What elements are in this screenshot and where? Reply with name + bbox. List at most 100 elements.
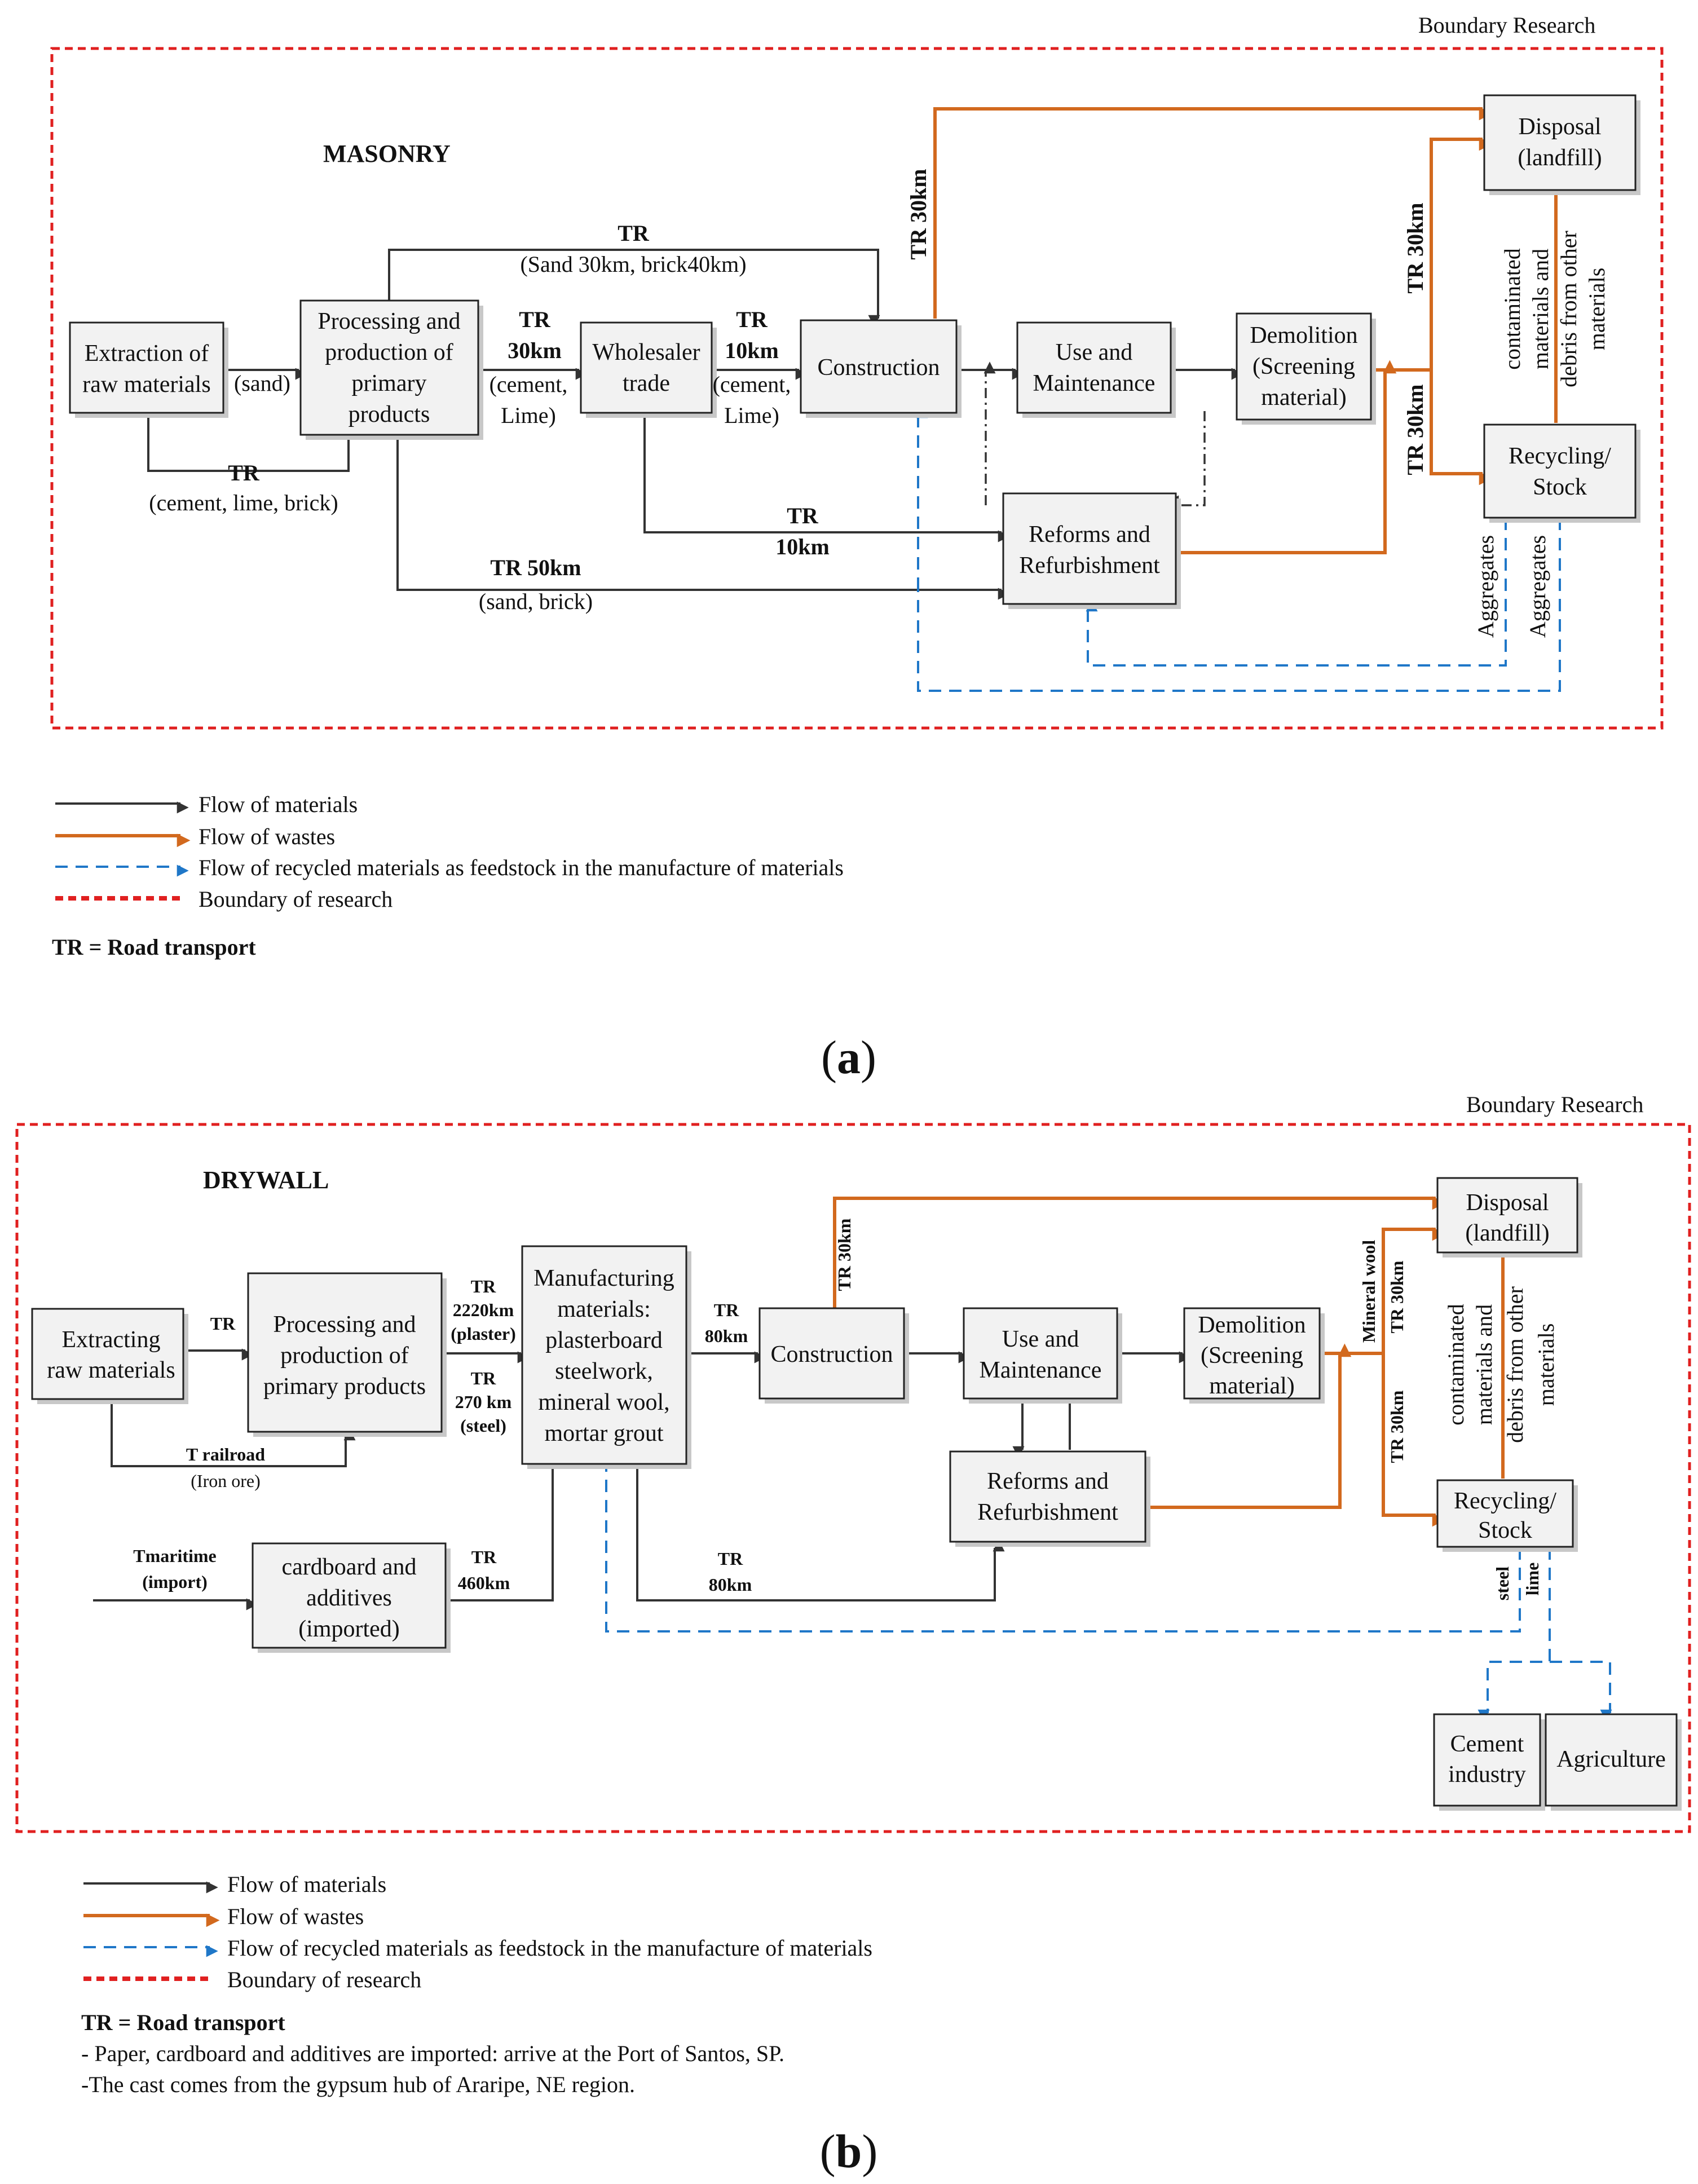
label-b-tr80b-2: 80km — [709, 1574, 752, 1595]
legend-b: Flow of materials Flow of wastes Flow of… — [81, 1872, 872, 2097]
box-disposal-a-line1: Disposal — [1519, 114, 1602, 140]
box-agriculture — [1545, 1713, 1678, 1807]
box-extracting — [31, 1308, 184, 1400]
box-cement-industry — [1433, 1713, 1541, 1807]
title-drywall: DRYWALL — [203, 1166, 329, 1194]
label-b-lime: lime — [1522, 1563, 1542, 1596]
label-b-tr80b-1: TR — [718, 1548, 743, 1569]
labels-b: TR TR 2220km (plaster) TR 270 km (steel)… — [133, 1218, 1559, 1600]
legend-a: Flow of materials Flow of wastes Flow of… — [52, 792, 844, 960]
label-b-steel: steel — [1492, 1567, 1512, 1601]
label-contaminated-1: contaminated — [1499, 248, 1525, 369]
box-demolition-b-line3: material) — [1209, 1373, 1295, 1399]
box-processing-b — [247, 1272, 443, 1433]
label-b-tr460-2: 460km — [458, 1573, 510, 1593]
box-processing-b-line2: production of — [280, 1343, 408, 1369]
label-b-tr80a-1: TR — [714, 1300, 739, 1320]
boxes-b: Extracting raw materials Processing and … — [31, 1177, 1682, 1811]
box-cement-line1: Cement — [1450, 1731, 1524, 1757]
label-tr30-line2: 30km — [508, 338, 562, 363]
label-tr30-vert-1: TR 30km — [906, 169, 931, 259]
box-wholesaler-line2: trade — [623, 370, 670, 396]
panel-letter-b: b — [836, 2125, 862, 2178]
label-tr30-vert-2: TR 30km — [1402, 202, 1428, 293]
label-contaminated-4: materials — [1584, 268, 1609, 351]
box-manufacturing — [521, 1245, 687, 1465]
label-b-tr1: TR — [210, 1313, 236, 1334]
waste-flows-a — [933, 107, 1568, 554]
labels-a: (sand) TR (Sand 30km, brick40km) TR 30km… — [149, 169, 1609, 638]
box-cardboard — [252, 1542, 447, 1649]
box-demolition — [1236, 312, 1372, 421]
box-construction-b — [758, 1307, 905, 1400]
legend-b-note-2: -The cast comes from the gypsum hub of A… — [81, 2072, 635, 2097]
box-cardboard-line1: cardboard and — [281, 1554, 416, 1580]
recycled-flows-a — [918, 414, 1561, 692]
box-construction — [800, 319, 958, 414]
box-manufacturing-line2: materials: — [557, 1296, 651, 1322]
box-demolition-b-line2: (Screening — [1201, 1343, 1303, 1369]
label-b-contaminated-3: debris from other — [1502, 1286, 1528, 1443]
box-recycling-b — [1436, 1479, 1574, 1548]
label-tr10b-line2: 10km — [775, 534, 830, 559]
boundary-b — [15, 1123, 1691, 1833]
label-b-tmaritime-2: (import) — [142, 1572, 208, 1592]
box-reforms-b-line1: Reforms and — [987, 1468, 1109, 1494]
box-extracting-line1: Extracting — [62, 1327, 161, 1353]
box-recycling-a-line2: Stock — [1533, 474, 1587, 500]
label-aggregates-2: Aggregates — [1525, 535, 1550, 638]
label-tr30-vert-3: TR 30km — [1402, 384, 1428, 475]
label-contaminated-2: materials and — [1528, 249, 1553, 369]
boundary-label-a: Boundary Research — [1418, 12, 1595, 38]
label-tr50-detail: (sand, brick) — [479, 589, 593, 614]
box-use-line1: Use and — [1056, 339, 1132, 365]
label-b-tr30-vert-3: TR 30km — [1387, 1390, 1407, 1463]
box-extraction — [69, 321, 224, 414]
label-b-tr30-vert-2: TR 30km — [1387, 1260, 1407, 1333]
box-recycling-b-line2: Stock — [1478, 1517, 1532, 1543]
box-recycling-b-line1: Recycling/ — [1454, 1488, 1556, 1514]
box-processing — [299, 299, 479, 436]
label-b-mineral-wool: Mineral wool — [1359, 1240, 1379, 1343]
label-tr10-line2: 10km — [725, 338, 779, 363]
waste-flows-b — [833, 1196, 1515, 1527]
label-b-tr80a-2: 80km — [705, 1326, 748, 1346]
box-processing-b-line3: primary products — [263, 1374, 426, 1400]
label-contaminated-3: debris from other — [1556, 231, 1581, 387]
box-manufacturing-line4: steelwork, — [555, 1358, 653, 1384]
box-wholesaler-line1: Wholesaler — [592, 339, 700, 365]
legend-a-boundary: Boundary of research — [199, 886, 392, 912]
material-flows-b — [93, 1348, 1191, 1611]
box-processing-line2: production of — [325, 339, 453, 365]
box-reforms-b — [949, 1450, 1146, 1543]
box-disposal-b — [1436, 1177, 1578, 1254]
label-b-tr270-2: 270 km — [455, 1392, 512, 1412]
panel-b: Boundary Research DRYWALL — [15, 1092, 1691, 2178]
box-cardboard-line3: (imported) — [298, 1616, 400, 1642]
box-processing-line3: primary — [352, 370, 427, 396]
box-cardboard-line2: additives — [306, 1585, 392, 1611]
box-reforms-b-line2: Refurbishment — [977, 1499, 1118, 1525]
label-b-tr460-1: TR — [471, 1547, 497, 1567]
legend-b-note-1: - Paper, cardboard and additives are imp… — [81, 2041, 784, 2066]
box-reforms-a-line1: Reforms and — [1029, 522, 1150, 548]
label-tr30-line1: TR — [519, 307, 551, 332]
legend-a-recycled: Flow of recycled materials as feedstock … — [199, 855, 844, 880]
label-cement-lime-2a: (cement, — [713, 372, 791, 397]
box-demolition-b — [1183, 1307, 1321, 1400]
box-cement-line2: industry — [1448, 1762, 1526, 1788]
boundary-a — [50, 47, 1664, 730]
box-manufacturing-line6: mortar grout — [544, 1420, 663, 1446]
box-recycling-a — [1483, 423, 1637, 519]
box-disposal-a — [1483, 94, 1637, 191]
legend-b-materials: Flow of materials — [227, 1872, 386, 1897]
box-reforms-a — [1002, 492, 1177, 605]
box-agriculture-line1: Agriculture — [1556, 1746, 1666, 1772]
title-masonry: MASONRY — [323, 140, 451, 167]
box-processing-line1: Processing and — [317, 308, 460, 334]
box-processing-line4: products — [349, 401, 430, 427]
boxes-a: Extraction of raw materials Processing a… — [69, 94, 1640, 609]
box-demolition-line2: (Screening — [1252, 354, 1355, 380]
label-cement-lime-1a: (cement, — [489, 372, 568, 397]
